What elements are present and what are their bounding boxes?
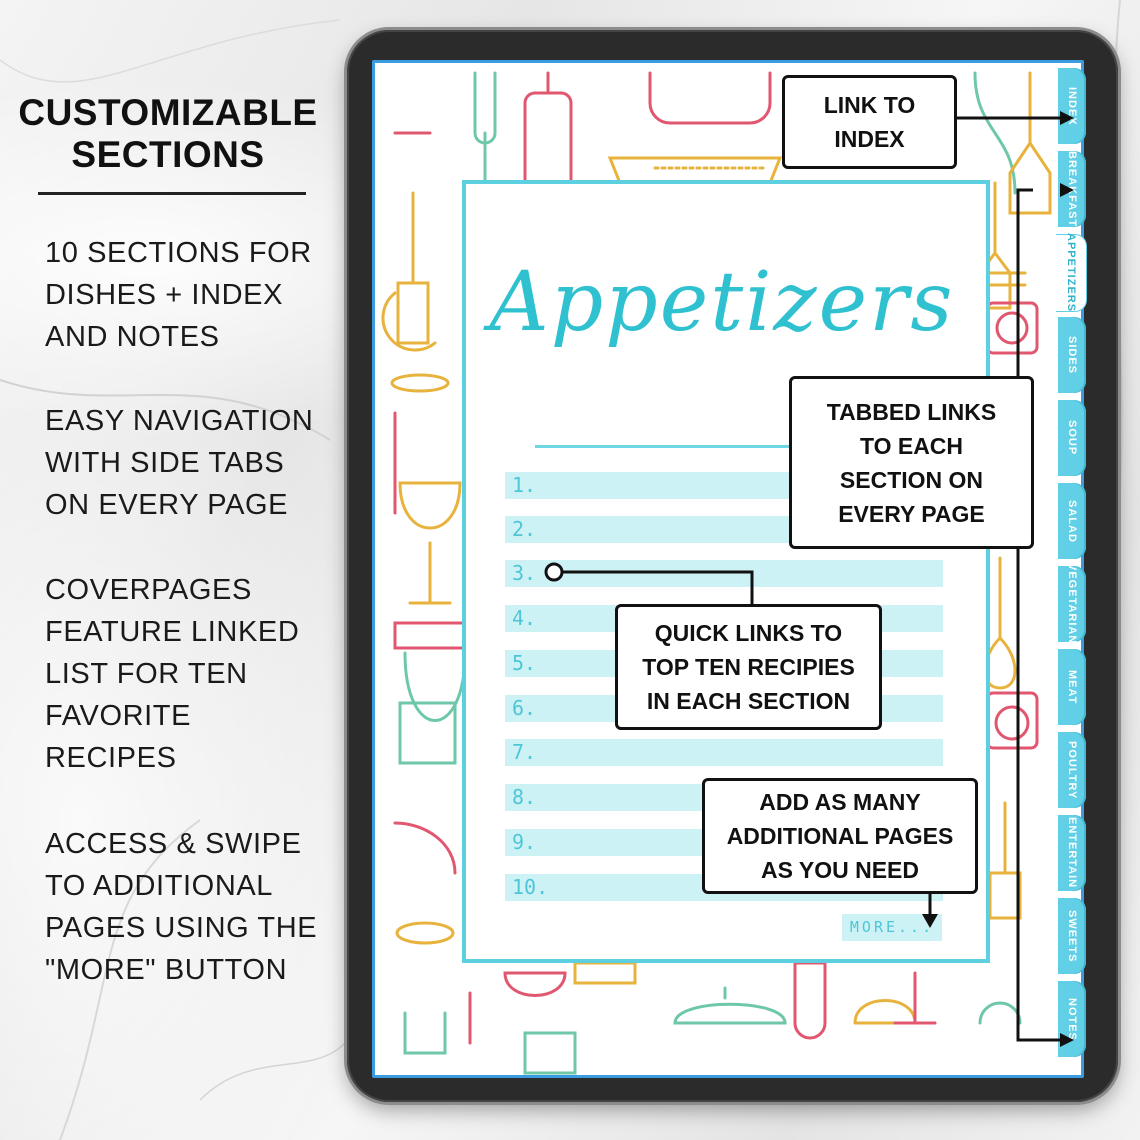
heading-divider (38, 192, 306, 195)
tab-entertain[interactable]: ENTERTAIN (1058, 815, 1086, 891)
tab-label: MEAT (1066, 669, 1078, 705)
section-heading: CUSTOMIZABLE SECTIONS (18, 92, 318, 175)
tab-label: SOUP (1066, 420, 1078, 456)
recipe-link-row[interactable] (505, 560, 943, 587)
row-number: 1. (512, 473, 537, 497)
row-number: 3. (512, 561, 537, 585)
tab-label: SWEETS (1066, 909, 1078, 963)
cover-title-graphic: Appetizers (483, 255, 955, 350)
row-number: 6. (512, 696, 537, 720)
row-number: 4. (512, 606, 537, 630)
tab-breakfast[interactable]: BREAKFAST (1058, 151, 1086, 227)
row-number: 7. (512, 740, 537, 764)
feature-sections: 10 SECTIONS FOR DISHES + INDEX AND NOTES (45, 237, 312, 353)
row-number: 8. (512, 785, 537, 809)
callout-tabbed-links: TABBED LINKS TO EACH SECTION ON EVERY PA… (789, 376, 1034, 549)
tab-label: APPETIZERS (1065, 233, 1077, 313)
tab-sides[interactable]: SIDES (1058, 317, 1086, 393)
tab-sweets[interactable]: SWEETS (1058, 898, 1086, 974)
row-number: 5. (512, 651, 537, 675)
more-button[interactable]: MORE... (842, 914, 942, 941)
callout-additional-pages: ADD AS MANY ADDITIONAL PAGES AS YOU NEED (702, 778, 978, 894)
tab-index[interactable]: INDEX (1058, 68, 1086, 144)
section-tabs: INDEX BREAKFAST APPETIZERS SIDES SOUP SA… (1056, 68, 1090, 1062)
feature-more-button: ACCESS & SWIPE TO ADDITIONAL PAGES USING… (45, 828, 318, 986)
tab-salad[interactable]: SALAD (1058, 483, 1086, 559)
tab-soup[interactable]: SOUP (1058, 400, 1086, 476)
tab-appetizers[interactable]: APPETIZERS (1056, 233, 1087, 313)
recipe-link-row[interactable] (505, 739, 943, 766)
feature-navigation: EASY NAVIGATION WITH SIDE TABS ON EVERY … (45, 405, 314, 521)
tab-vegetarian[interactable]: VEGETARIAN (1058, 563, 1086, 645)
tab-label: SALAD (1066, 499, 1078, 543)
tab-label: NOTES (1066, 997, 1078, 1041)
tab-label: ENTERTAIN (1066, 817, 1078, 889)
tab-meat[interactable]: MEAT (1058, 649, 1086, 725)
callout-link-to-index: LINK TO INDEX (782, 75, 957, 169)
tab-label: BREAKFAST (1066, 150, 1078, 228)
row-number: 9. (512, 830, 537, 854)
tab-label: VEGETARIAN (1066, 563, 1078, 645)
cover-title: Appetizers (483, 255, 955, 350)
row-number: 2. (512, 517, 537, 541)
title-underline (535, 445, 793, 448)
feature-coverpages: COVERPAGES FEATURE LINKED LIST FOR TEN F… (45, 574, 300, 774)
tab-label: SIDES (1066, 335, 1078, 374)
tab-notes[interactable]: NOTES (1058, 981, 1086, 1057)
tab-label: INDEX (1066, 86, 1078, 126)
tab-label: POULTRY (1066, 740, 1078, 800)
callout-quick-links: QUICK LINKS TO TOP TEN RECIPIES IN EACH … (615, 604, 882, 730)
row-number: 10. (512, 875, 549, 899)
tab-poultry[interactable]: POULTRY (1058, 732, 1086, 808)
